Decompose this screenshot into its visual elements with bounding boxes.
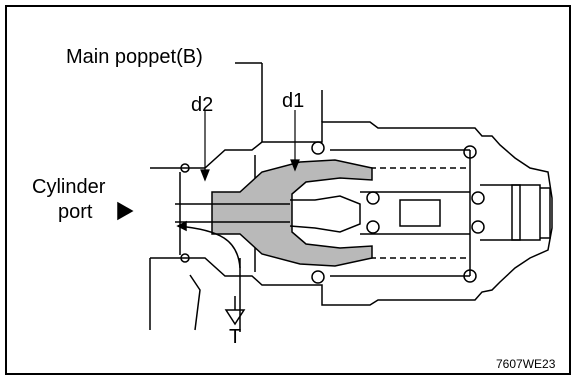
o-ring-seals bbox=[180, 141, 485, 284]
main-poppet-label: Main poppet(B) bbox=[66, 46, 203, 68]
leader-lines bbox=[200, 110, 300, 182]
main-poppet-shaded bbox=[211, 159, 373, 267]
pilot-stem bbox=[175, 191, 470, 235]
d1-label: d1 bbox=[282, 90, 305, 112]
d2-label: d2 bbox=[191, 94, 214, 116]
cylinder-label: Cylinder bbox=[32, 176, 106, 198]
port-label: port bbox=[58, 201, 93, 223]
port-arrow-icon bbox=[117, 201, 134, 221]
diagram-frame bbox=[5, 5, 571, 375]
tank-label: T bbox=[229, 326, 242, 348]
housing-outline bbox=[149, 62, 553, 332]
end-cap bbox=[511, 184, 551, 241]
drawing-code: 7607WE23 bbox=[496, 357, 556, 371]
flow-arrow bbox=[176, 220, 241, 269]
tank-symbol-icon bbox=[224, 309, 246, 326]
